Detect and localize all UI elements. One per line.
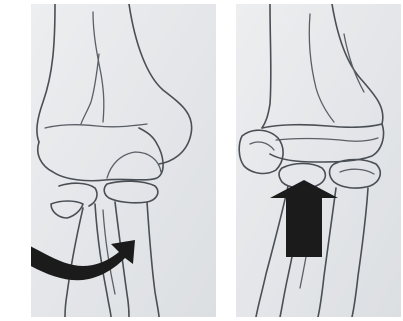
left-sketch-panel: [31, 4, 216, 317]
left-sketch-drawing: [31, 4, 216, 317]
right-sketch-drawing: [236, 4, 401, 317]
paper-background: [236, 4, 401, 317]
right-sketch-panel: [236, 4, 401, 317]
